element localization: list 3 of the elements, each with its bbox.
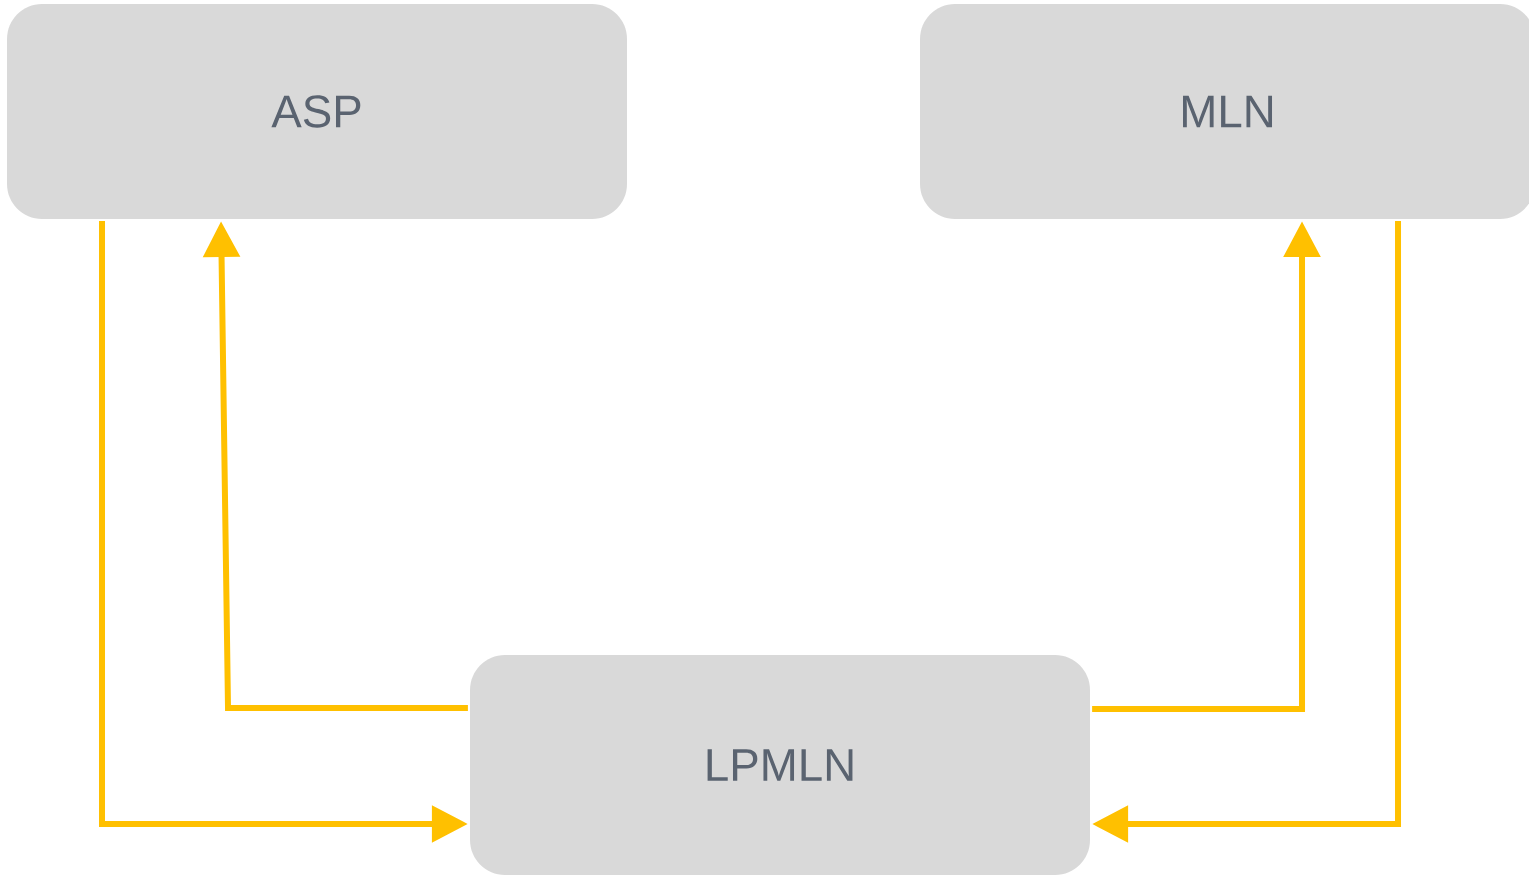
process-box: LPMLN	[470, 655, 1090, 875]
process-box: ASP	[7, 4, 627, 219]
process-box: MLN	[920, 4, 1529, 219]
